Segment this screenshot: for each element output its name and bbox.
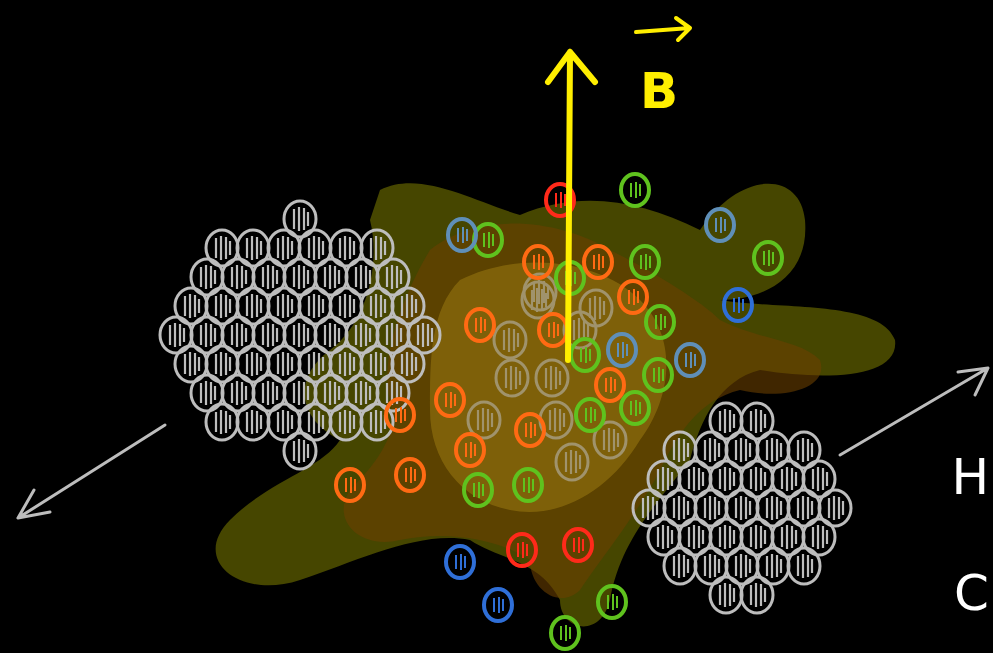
nucleon — [494, 322, 526, 358]
nucleon — [710, 577, 742, 613]
particle — [571, 339, 599, 371]
particle — [474, 224, 502, 256]
particle — [608, 334, 636, 366]
particle — [466, 309, 494, 341]
particle — [436, 384, 464, 416]
nucleon — [284, 433, 316, 469]
nucleon — [237, 404, 269, 440]
particle — [396, 459, 424, 491]
particle — [706, 209, 734, 241]
nucleon — [788, 548, 820, 584]
particle — [524, 246, 552, 278]
particle — [724, 289, 752, 321]
nucleon — [741, 577, 773, 613]
particle — [596, 369, 624, 401]
particle — [456, 434, 484, 466]
motion-arrow — [840, 368, 988, 455]
nucleon — [496, 360, 528, 396]
particle — [448, 219, 476, 251]
particle — [619, 281, 647, 313]
particle — [386, 399, 414, 431]
particle — [516, 414, 544, 446]
particle — [646, 306, 674, 338]
nucleon — [556, 444, 588, 480]
particle — [464, 474, 492, 506]
particle — [539, 314, 567, 346]
particle — [676, 344, 704, 376]
particle — [336, 469, 364, 501]
nucleon — [206, 404, 238, 440]
particle — [508, 534, 536, 566]
particle — [631, 246, 659, 278]
particles — [336, 174, 782, 649]
side-text: H — [951, 452, 989, 502]
particle — [584, 246, 612, 278]
nucleon — [330, 404, 362, 440]
particle — [621, 174, 649, 206]
nucleus-right — [633, 403, 851, 613]
particle — [621, 392, 649, 424]
nucleon — [664, 548, 696, 584]
nucleus-left — [160, 201, 440, 469]
field-label: B — [640, 66, 678, 116]
medium-blob — [216, 183, 896, 626]
particle — [598, 586, 626, 618]
particle — [446, 546, 474, 578]
vector-arrow — [636, 18, 690, 40]
particle — [514, 469, 542, 501]
particle — [576, 399, 604, 431]
side-text: C — [954, 568, 989, 618]
particle — [644, 359, 672, 391]
particle — [484, 589, 512, 621]
particle — [551, 617, 579, 649]
motion-arrow — [18, 425, 165, 518]
field-arrow — [548, 52, 595, 360]
nucleon — [536, 360, 568, 396]
particle — [564, 529, 592, 561]
nucleon-core — [468, 274, 626, 480]
particle — [754, 242, 782, 274]
